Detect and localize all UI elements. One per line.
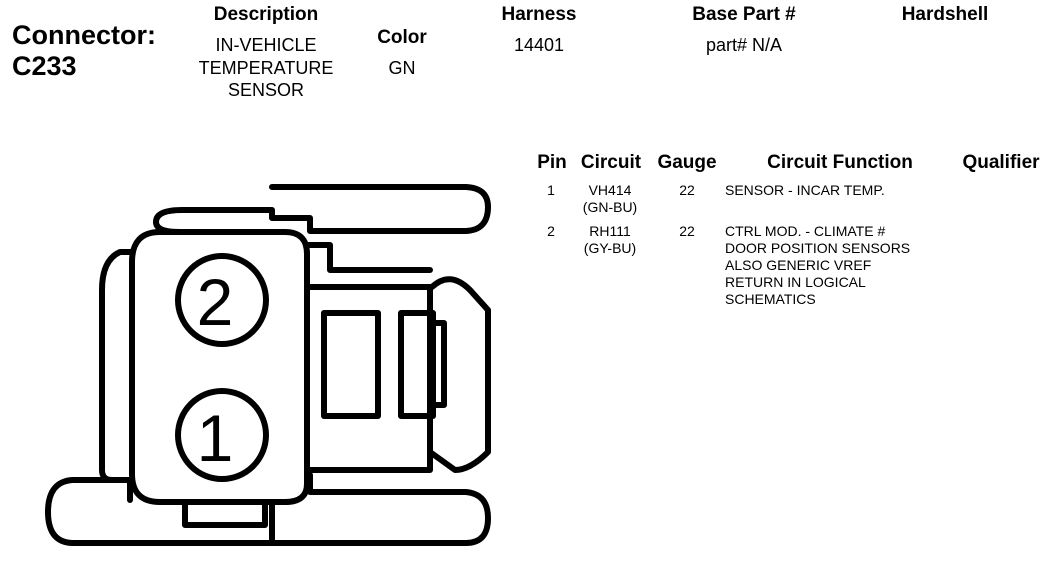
connector-face-drawing: 2 1 [45,184,491,546]
pin-1-circle [175,388,269,482]
table-row-gauge: 22 [679,223,695,239]
pin-2-circle [175,253,269,347]
function-line: DOOR POSITION SENSORS [725,240,911,256]
function-line: SENSOR - INCAR TEMP. [725,182,885,198]
bottom-notch [182,499,268,528]
circuit-code: RH111 [589,223,631,239]
color-label: Color [377,27,427,48]
description-line: SENSOR [227,80,305,100]
pin-1-label: 1 [197,401,234,475]
base-part-value: part# N/A [705,35,783,55]
description-line: IN-VEHICLE [215,35,317,55]
table-row-gauge: 22 [679,182,695,198]
harness-value: 14401 [513,35,565,55]
table-row-pin: 2 [547,223,555,239]
table-row-circuit: VH414 (GN-BU) [570,182,650,216]
function-line: SCHEMATICS [725,291,816,307]
right-upper-tab [304,242,433,273]
description-value: IN-VEHICLE TEMPERATURE SENSOR [160,34,372,102]
hardshell-label: Hardshell [901,4,989,25]
circuit-color: (GY-BU) [583,240,637,256]
column-header-qualifier: Qualifier [962,152,1040,173]
description-label: Description [213,4,319,25]
color-value: GN [388,58,416,78]
circuit-color: (GN-BU) [582,199,638,215]
inner-slot-left [321,310,381,419]
table-row-function: CTRL MOD. - CLIMATE # DOOR POSITION SENS… [725,223,950,308]
harness-label: Harness [501,4,577,25]
table-row-pin: 1 [547,182,555,198]
connector-label: Connector: [12,20,156,50]
function-line: CTRL MOD. - CLIMATE # [725,223,886,239]
column-header-circuit-function: Circuit Function [767,152,913,173]
column-header-circuit: Circuit [580,152,642,173]
column-header-gauge: Gauge [657,152,717,173]
connector-title: Connector: C233 [12,20,156,82]
pin-2-label: 2 [197,265,234,339]
bottom-latch [269,472,491,546]
description-line: TEMPERATURE [198,57,334,78]
column-header-pin: Pin [537,152,567,173]
connector-id: C233 [12,51,77,81]
bottom-base [45,477,275,546]
function-line: ALSO GENERIC VREF [725,257,872,273]
inner-slot-key [430,320,447,408]
left-wing [99,249,135,483]
table-row-circuit: RH111 (GY-BU) [570,223,650,257]
function-line: RETURN IN LOGICAL [725,274,866,290]
top-latch [153,184,491,235]
right-key [427,276,491,473]
circuit-code: VH414 [588,182,632,198]
base-part-label: Base Part # [692,4,796,25]
table-row-function: SENSOR - INCAR TEMP. [725,182,950,199]
